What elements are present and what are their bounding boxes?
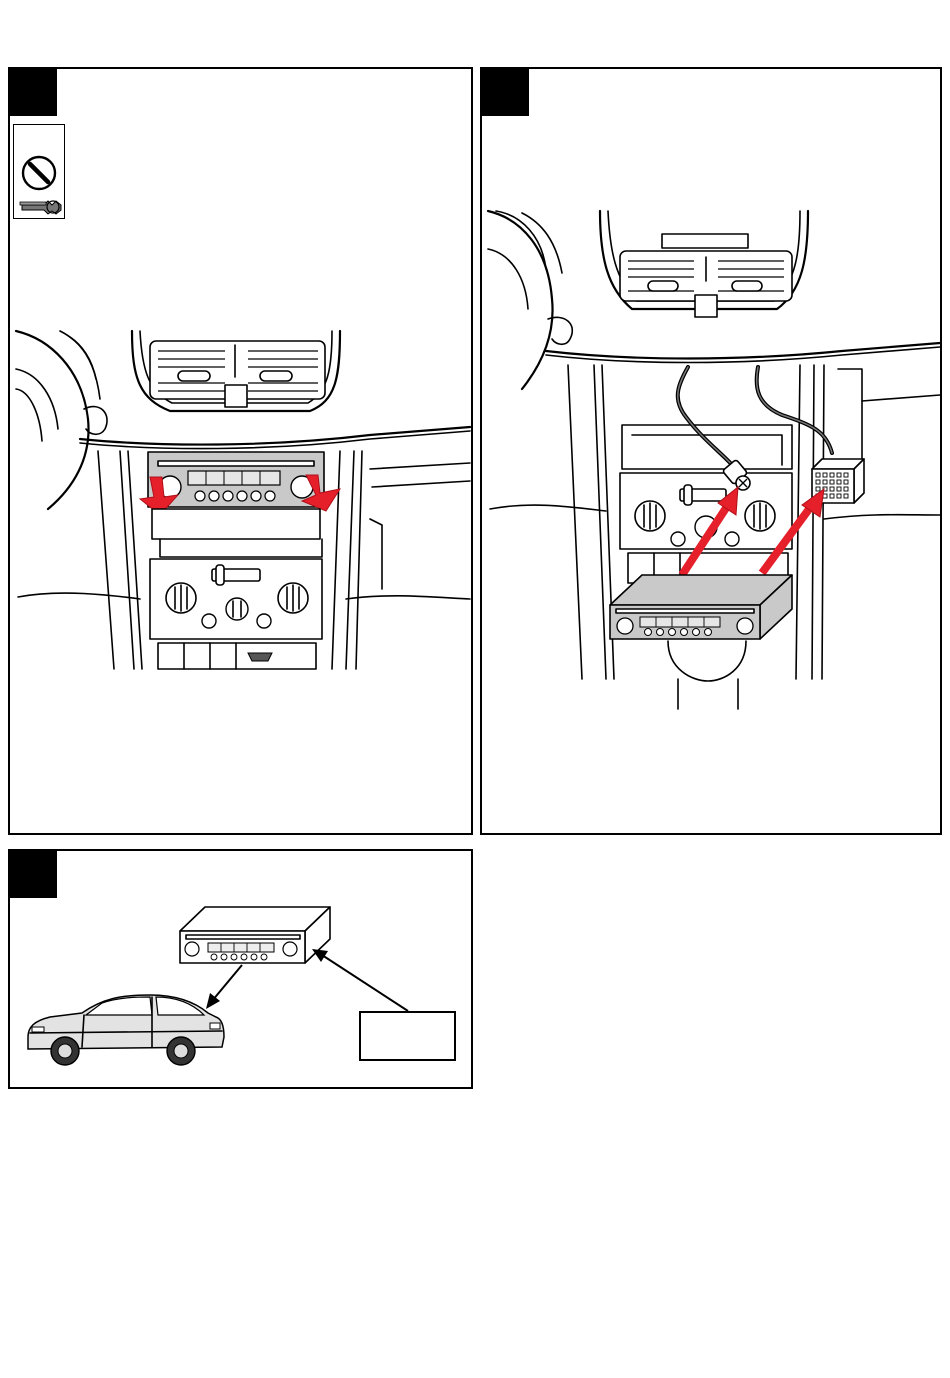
step-3-panel — [8, 849, 473, 1089]
step-1-panel — [8, 67, 473, 835]
dashboard-illustration — [10, 69, 475, 837]
car-illustration — [28, 995, 224, 1065]
callout-box — [359, 1011, 456, 1061]
dashboard-connection-illustration — [482, 69, 944, 837]
radio-unit — [610, 575, 792, 639]
step-2-panel — [480, 67, 942, 835]
radio-unit — [180, 907, 330, 963]
